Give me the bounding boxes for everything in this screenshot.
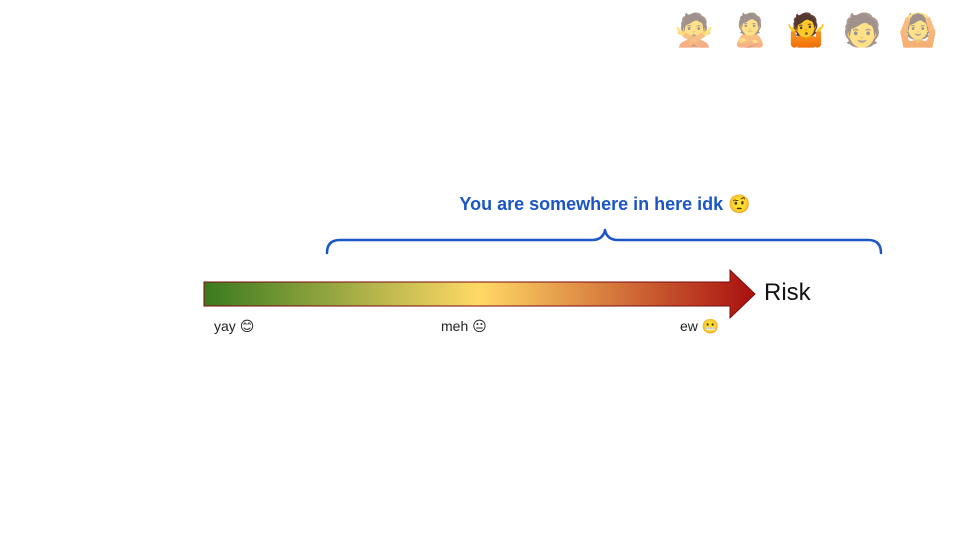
tick-yay: yay 😊 <box>214 318 254 335</box>
tick-label: yay <box>214 318 236 334</box>
person-gesturing-no-icon: 🙅 <box>674 11 714 49</box>
range-annotation: You are somewhere in here idk 🤨 <box>459 194 751 214</box>
range-brace <box>325 228 883 255</box>
tick-label: ew <box>680 318 698 334</box>
person-shrugging-icon: 🤷 <box>786 11 826 49</box>
grimacing-face-icon: 😬 <box>701 319 720 335</box>
person-icon: 🧑 <box>842 11 882 49</box>
smiling-face-icon: 😊 <box>239 319 255 335</box>
axis-label-risk: Risk <box>764 279 811 306</box>
person-gesturing-ok-icon: 🙆 <box>898 11 938 49</box>
person-pouting-icon: 🙎 <box>730 11 770 49</box>
risk-scale-arrow <box>203 268 756 320</box>
persona-row: 🙅 🙎 🤷 🧑 🙆 <box>670 8 950 52</box>
tick-label: meh <box>441 318 469 334</box>
tick-ew: ew 😬 <box>680 318 719 335</box>
neutral-face-icon: 😐 <box>472 319 487 335</box>
tick-meh: meh 😐 <box>441 318 487 335</box>
